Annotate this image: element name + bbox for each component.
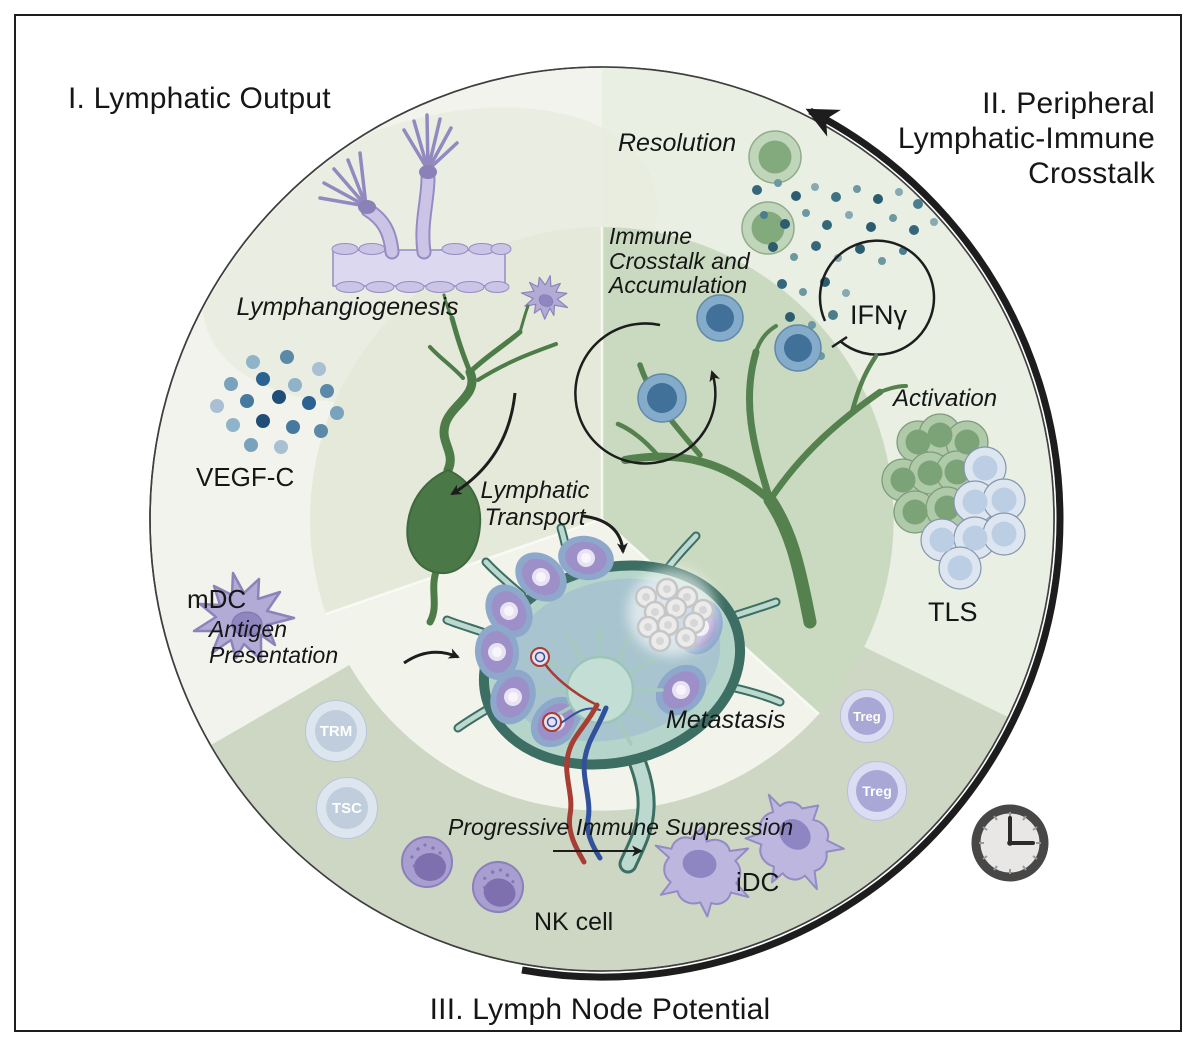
metastasis-label: Metastasis — [666, 706, 786, 734]
lymphatic-transport-label: Lymphatic Transport — [480, 477, 590, 531]
counterclockwise-progression-arrow-icon — [521, 107, 1064, 981]
lymph-node-illustration — [442, 523, 785, 874]
tls-cluster — [881, 413, 1026, 590]
nk-cell-1 — [401, 836, 453, 888]
curved-arrow-icon — [450, 392, 517, 496]
resolution-label: Resolution — [618, 129, 737, 157]
node-metastasis-cluster — [628, 568, 716, 656]
curved-arrow-icon — [403, 648, 460, 665]
ifng-feedback-loop-icon — [818, 239, 936, 356]
progressive-suppression-label: Progressive Immune Suppression — [448, 814, 794, 840]
tls-label: TLS — [928, 597, 978, 627]
idc-label: iDC — [736, 867, 780, 897]
treg-badge-lower: Treg — [847, 761, 907, 821]
tsc-badge: TSC — [316, 777, 378, 839]
collecting-vessel-illustration — [406, 293, 558, 626]
vegfc-label: VEGF-C — [196, 462, 295, 492]
accumulating-immune-cells — [637, 294, 822, 423]
clock-icon — [971, 804, 1049, 882]
resolution-cells — [741, 130, 802, 255]
vegfc-dots — [210, 350, 344, 454]
lymphangiogenesis-label: Lymphangiogenesis — [236, 293, 459, 321]
mdc-label: mDC — [187, 584, 247, 614]
section-iii-title: III. Lymph Node Potential — [429, 993, 771, 1026]
section-ii-line2: Lymphatic-Immune — [897, 122, 1155, 155]
antigen-presentation-label: Antigen Presentation — [209, 616, 339, 668]
inner-wedge-output — [310, 227, 602, 614]
treg-badge-upper: Treg — [840, 689, 894, 743]
lymphangiogenesis-vessel-illustration — [318, 113, 512, 293]
flow-arrows — [403, 392, 643, 857]
ifng-label: IFNγ — [850, 300, 907, 330]
section-ii-line1: II. Peripheral — [982, 87, 1155, 120]
circular-arrow-icon — [574, 322, 720, 465]
section-ii-title: II. Peripheral Lymphatic-Immune Crosstal… — [898, 86, 1155, 191]
curved-arrow-icon — [582, 514, 628, 554]
section-i-title: I. Lymphatic Output — [68, 82, 331, 115]
node-blood-vessels — [530, 647, 609, 865]
immune-crosstalk-label: Immune Crosstalk and Accumulation — [609, 223, 750, 298]
activation-label: Activation — [893, 385, 998, 412]
trm-badge: TRM — [305, 700, 367, 762]
cytokine-dots — [752, 179, 938, 360]
section-ii-line3: Crosstalk — [1028, 157, 1155, 190]
nk-cell-label: NK cell — [534, 908, 614, 936]
